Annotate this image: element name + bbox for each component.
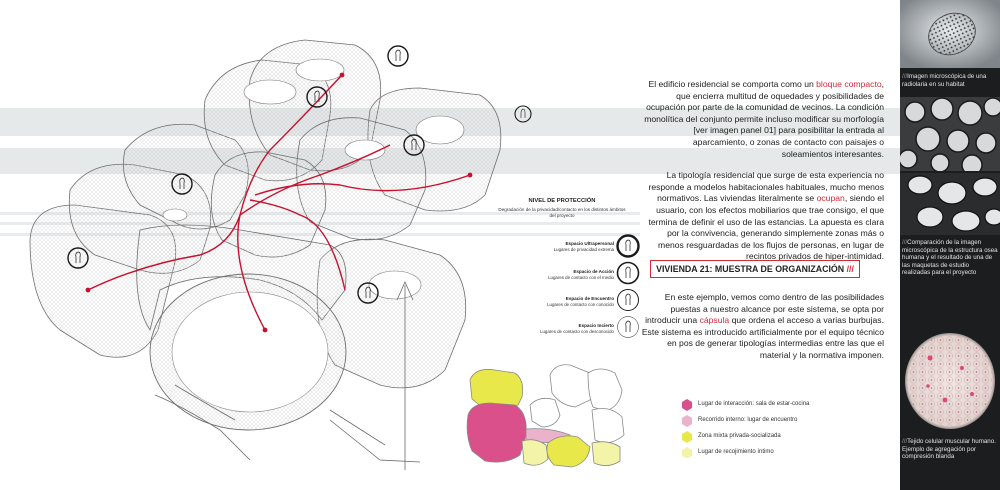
protection-level-incierto: Espacio Incierto Lugares de contacto con… [506,323,614,335]
intro-text: El edificio residencial se comporta como… [640,79,884,273]
opening [415,115,465,145]
path-node [262,327,268,333]
plan-cell-outline [587,368,623,412]
protection-level-name: Espacio Ultrapersonal [565,241,614,246]
opening [344,139,386,161]
highlight-text: bloque compacto [816,79,882,89]
protection-level-accion: Espacio de Acción Lugares de contacto co… [506,269,614,281]
legend-swatch [682,399,692,411]
caption-text: Comparación de la imagen microscópica de… [902,239,998,277]
ring-encuentro-icon [617,289,639,311]
legend-label: Lugar de recojimiento íntimo [698,449,774,455]
opening [243,79,297,105]
protection-level-desc: Lugares de contacto con el medio [548,275,614,280]
legend-swatch [682,447,692,458]
zone-intimate [521,439,549,466]
plan-cell-outline [529,397,561,428]
text-run: La tipología residencial que surge de es… [648,170,884,204]
legend-label: Recorrido interno: lugar de encuentro [698,417,798,423]
bone-structure-photo [900,97,1000,171]
opening [295,58,345,82]
protection-level-desc: Lugares de contacto con conocido [547,302,614,307]
photo-caption: ///Tejido celular muscular humano. Ejemp… [902,438,998,461]
caption-slashes: /// [902,438,908,445]
radiolaria-photo [900,0,1000,68]
zone-legend-swatches [682,399,692,458]
figure-ring-icon [514,105,532,123]
highlight-text: cápsula [699,315,730,326]
protection-level-desc: Lugares de contacto con desconocido [540,329,614,334]
protection-title: NIVEL DE PROTECCIÓN [528,198,596,204]
legend-label: Lugar de interacción: sala de estar-coci… [698,401,810,407]
section-heading-slashes: /// [846,264,854,274]
background-stripe [0,233,640,236]
zone-interaction [466,402,527,463]
protection-level-encuentro: Espacio de Encuentro Lugares de contacto… [506,296,614,308]
text-run: El edificio residencial se comporta como… [648,79,817,89]
protection-level-desc: Lugares de privacidad extrema [553,247,614,252]
figure-ring-icon [67,247,89,269]
ring-incierto-icon [617,316,639,338]
zone-mixed-private [546,435,591,468]
figure-ring-icon [171,173,193,195]
circulation-path [239,74,343,216]
caption-slashes: /// [902,239,908,246]
path-node [85,287,91,293]
model-photo [900,173,1000,235]
text-run: que ordena el acceso a varias burbujas. … [641,315,884,360]
ring-ultrapersonal-icon [616,234,640,258]
ground-strut [154,394,251,461]
circulation-path [237,214,266,331]
protection-level-name: Espacio Incierto [578,323,615,328]
protection-level-ultrapersonal: Espacio Ultrapersonal Lugares de privaci… [506,241,614,253]
section-heading-text: VIVIENDA 21: MUESTRA DE ORGANIZACIÓN [656,264,845,274]
caption-text: Tejido celular muscular humano. Ejemplo … [902,438,996,461]
caption-slashes: /// [902,73,908,80]
highlight-text: ocupan [816,193,845,204]
example-paragraph: En este ejemplo, vemos como dentro de la… [640,292,884,362]
circulation-path [249,199,346,291]
protection-level-name: Espacio de Acción [573,269,614,274]
figure-ring-icon [387,45,409,67]
ground-strut [174,384,236,421]
circulation-path [87,214,241,291]
text-run: En este ejemplo, vemos como dentro de la… [645,292,884,326]
protection-subtitle: Degradación de la privacidad/contacto en… [498,207,626,218]
legend-swatch [682,431,692,443]
intro-paragraph: La tipología residencial que surge de es… [640,170,884,263]
opening [368,270,422,300]
photo-caption: ///Comparación de la imagen microscópica… [902,239,998,277]
dwelling-plan-diagram [466,364,625,468]
zone-intimate [591,441,621,466]
section-heading: VIVIENDA 21: MUESTRA DE ORGANIZACIÓN /// [650,260,860,278]
caption-text: Imagen microscópica de una radiolaria en… [902,73,987,88]
zone-mixed-private [469,369,524,409]
axonometric-bubble-diagram [29,39,532,470]
path-node [339,72,345,78]
figure-ring-icon [403,134,425,156]
legend-swatch [682,415,692,427]
muscle-tissue-photo [900,328,1000,434]
ring-accion-icon [616,261,640,285]
text-run: , siendo el usuario, con los efectos mob… [648,193,884,262]
text-run: , que encierra multitud de oquedades y p… [644,79,884,159]
plan-cell-outline [591,408,625,443]
figure-ring-icon [306,86,328,108]
circulation-path [254,174,471,196]
path-node [467,172,473,178]
ground-strut [396,281,414,301]
legend-label: Zona mixta privada-socializada [698,433,781,439]
plan-cell-outline [549,364,595,408]
protection-level-icons [616,234,640,338]
central-void [171,291,329,413]
ground-strut [329,419,421,463]
opening [162,208,188,222]
ground-strut [329,409,386,446]
intro-paragraph: El edificio residencial se comporta como… [640,79,884,160]
photo-caption: ///Imagen microscópica de una radiolaria… [902,73,998,88]
protection-level-name: Espacio de Encuentro [565,296,614,301]
figure-ring-icon [357,282,379,304]
